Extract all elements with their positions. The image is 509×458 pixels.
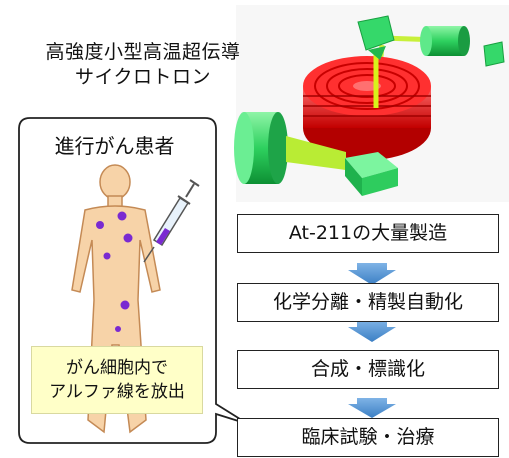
syringe-icon	[143, 179, 200, 263]
right-top-cylinder	[420, 26, 505, 67]
step-synthesis-labeling: 合成・標識化	[237, 350, 499, 389]
step-chemical-separation: 化学分離・精製自動化	[237, 283, 499, 322]
tumor-spot	[117, 211, 127, 221]
red-magnet-stack	[303, 50, 431, 160]
cyclotron-title: 高強度小型高温超伝導 サイクロトロン	[28, 40, 258, 90]
tumor-spot	[96, 221, 104, 229]
down-arrow-icon	[348, 398, 396, 418]
cyclotron-title-line1: 高強度小型高温超伝導	[45, 41, 241, 63]
tumor-spot	[103, 252, 111, 260]
tumor-spots	[96, 211, 133, 332]
tumor-spot	[120, 300, 130, 310]
tumor-spot	[115, 326, 121, 332]
ion-source-cylinder	[234, 112, 346, 184]
top-valve	[357, 15, 395, 60]
bottom-cube	[345, 152, 398, 196]
flow-arrows	[348, 263, 396, 418]
down-arrow-icon	[348, 320, 396, 342]
cyclotron-illustration	[234, 5, 509, 202]
cyclotron-title-line2: サイクロトロン	[74, 66, 212, 88]
patient-label: 進行がん患者	[54, 134, 175, 158]
alpha-emission-note: がん細胞内で アルファ線を放出	[31, 346, 203, 414]
step-mass-production: At-211の大量製造	[237, 214, 499, 253]
note-line2: アルファ線を放出	[49, 382, 185, 402]
tumor-spot	[123, 233, 133, 243]
step-clinical-trial: 臨床試験・治療	[237, 418, 499, 457]
down-arrow-icon	[348, 263, 396, 285]
note-line1: がん細胞内で	[66, 358, 168, 378]
